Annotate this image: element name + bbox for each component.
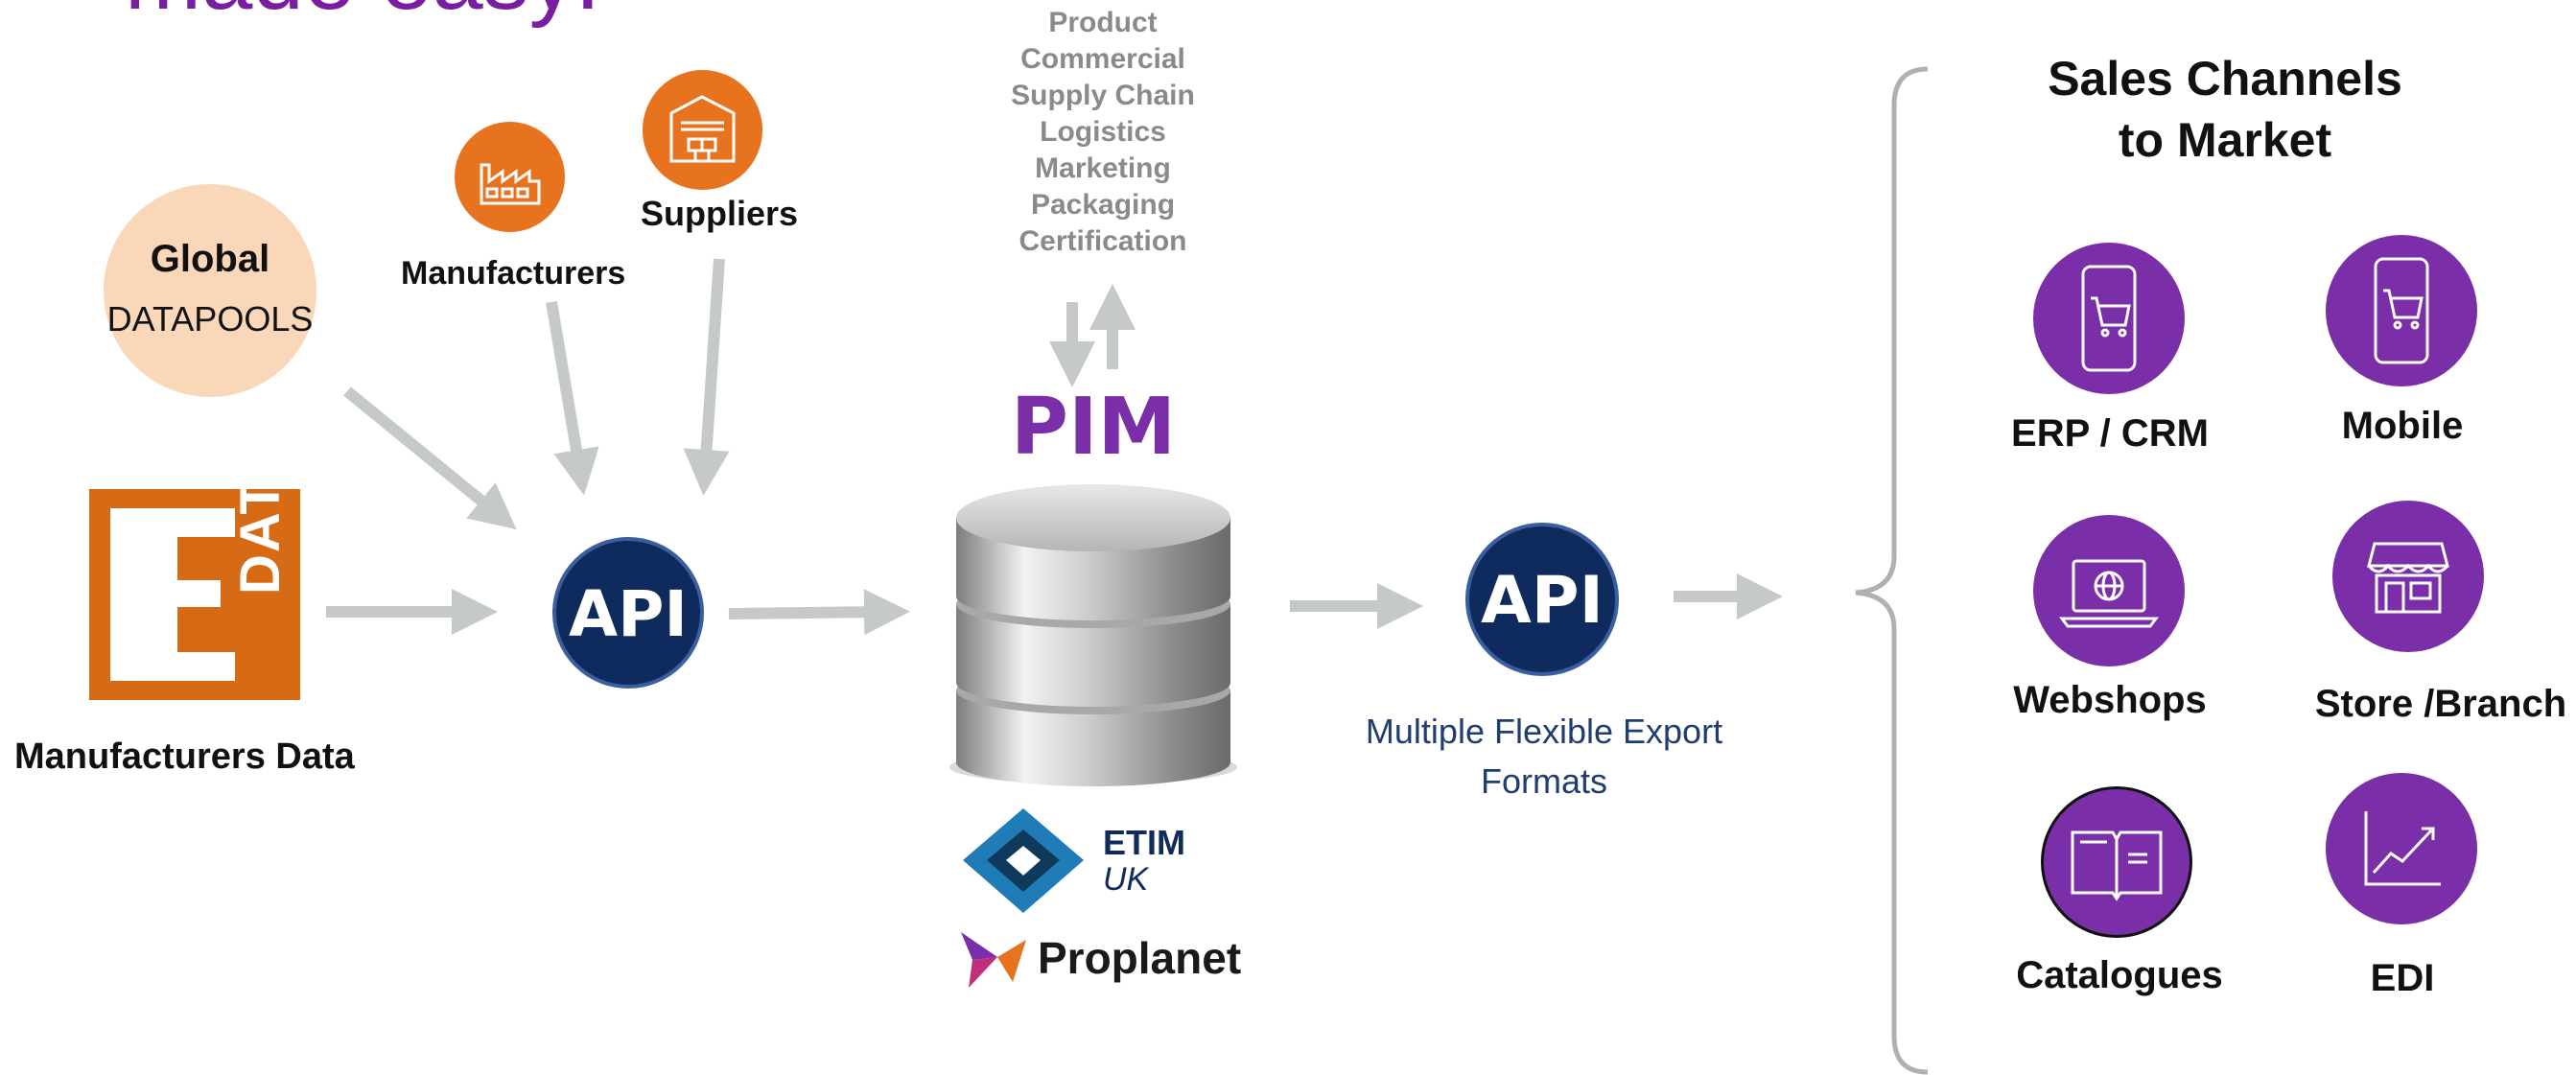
channel-edi-circle (2326, 773, 2477, 924)
manufacturers-label: Manufacturers (401, 255, 626, 292)
mobile-cart-icon (2374, 257, 2429, 364)
api-label-input: API (568, 577, 688, 651)
channels-brace (1855, 66, 1929, 1075)
arrow-suppliers-to-api (683, 258, 730, 496)
laptop-globe-icon (2059, 559, 2159, 628)
api-circle-output: API (1465, 523, 1619, 676)
sales-channels-title: Sales Channels to Market (2014, 48, 2436, 171)
edata-logo-text: DATA (229, 440, 292, 595)
manufacturers-circle (455, 122, 565, 232)
factory-icon (480, 163, 541, 205)
channel-webshops-circle (2033, 515, 2185, 666)
pim-category: Marketing (1035, 152, 1171, 184)
pim-category: Packaging (1030, 189, 1176, 221)
pim-category: Product (1048, 7, 1158, 38)
line-chart-icon (2364, 811, 2441, 886)
channel-catalogues-label: Catalogues (2016, 954, 2223, 996)
proplanet-label: Proplanet (1038, 933, 1242, 983)
suppliers-label: Suppliers (641, 194, 799, 233)
channel-store-circle (2332, 501, 2484, 652)
etim-label-line2: UK (1103, 861, 1149, 898)
pim-category: Certification (1019, 225, 1187, 257)
manufacturers-data-label: Manufacturers Data (14, 736, 355, 777)
arrow-manufacturers-to-api (546, 301, 599, 496)
edata-logo: DATA (89, 441, 300, 700)
pim-category: Commercial (1020, 43, 1185, 75)
channel-store-label: Store /Branch (2314, 683, 2567, 725)
channel-erp-crm-circle (2033, 243, 2185, 394)
pim-categories: Product Commercial Supply Chain Logistic… (959, 5, 1247, 260)
channel-webshops-label: Webshops (2013, 679, 2207, 721)
open-book-icon (2071, 830, 2163, 901)
datapools-circle (104, 184, 316, 397)
datapools-label-line2: DATAPOOLS (106, 299, 314, 339)
shopping-cart-phone-icon (2081, 265, 2137, 372)
pim-label: PIM (1010, 382, 1177, 473)
export-formats-label: Multiple Flexible Export Formats (1333, 707, 1755, 806)
channel-erp-crm-label: ERP / CRM (2011, 412, 2209, 455)
suppliers-circle (643, 70, 762, 190)
export-formats-line1: Multiple Flexible Export (1365, 712, 1723, 751)
arrow-datapools-to-api (343, 386, 517, 530)
pim-category: Logistics (1040, 116, 1166, 148)
datapools-label-line1: Global (150, 238, 270, 280)
page-title: made easy! (125, 0, 600, 31)
api-label-output: API (1481, 563, 1604, 639)
warehouse-icon (669, 95, 736, 163)
storefront-icon (2367, 542, 2449, 614)
database-icon (949, 484, 1237, 786)
channel-mobile-label: Mobile (2341, 405, 2464, 447)
proplanet-logo-icon (961, 932, 1026, 988)
channel-mobile-circle (2326, 235, 2477, 386)
etim-label-line1: ETIM (1103, 823, 1185, 862)
export-formats-line2: Formats (1480, 761, 1607, 801)
channel-catalogues-circle (2041, 786, 2192, 938)
channel-edi-label: EDI (2370, 957, 2435, 999)
sales-title-line2: to Market (2118, 113, 2332, 167)
arrow-api-to-pim (728, 589, 910, 636)
sales-title-line1: Sales Channels (2048, 52, 2402, 105)
pim-category: Supply Chain (1011, 80, 1195, 111)
etim-logo-icon (963, 808, 1084, 913)
api-circle-input: API (552, 537, 704, 689)
